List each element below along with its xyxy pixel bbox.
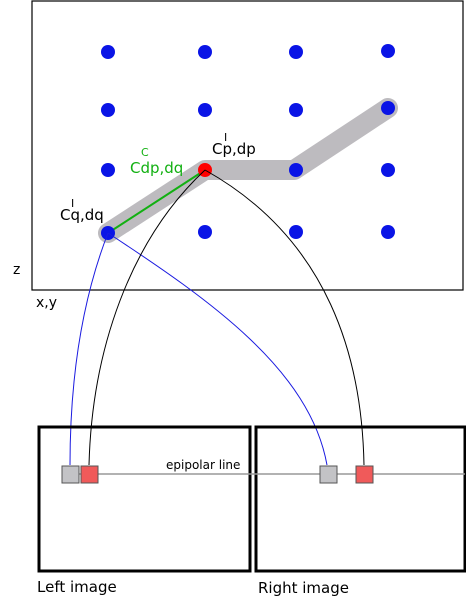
projection-p-left <box>88 169 206 466</box>
cq-label: Cq,dq <box>60 206 104 224</box>
z-axis-label: z <box>13 262 20 278</box>
grid-dot <box>101 103 115 117</box>
grid-dot <box>101 163 115 177</box>
cdp-label: Cdp,dq <box>130 159 183 177</box>
left-patch-red <box>80 465 99 484</box>
grid-dot <box>289 225 303 239</box>
grid-dot <box>289 45 303 59</box>
left-image-frame <box>37 425 252 573</box>
connection-segment <box>107 169 206 234</box>
grid-dot <box>381 163 395 177</box>
grid-dot <box>289 163 303 177</box>
cp-label: Cp,dp <box>212 140 256 158</box>
cq-label-sup: I <box>71 197 74 210</box>
grid-dot <box>381 44 395 58</box>
grid-dot <box>381 225 395 239</box>
projection-q-left <box>69 232 109 466</box>
right-patch-gray <box>319 465 338 484</box>
grid-dot <box>381 101 395 115</box>
epipolar-line-label: epipolar line <box>166 458 240 472</box>
grid-dots <box>101 44 395 240</box>
xy-axis-label: x,y <box>36 295 57 311</box>
grid-dot <box>289 103 303 117</box>
grid-dot <box>198 45 212 59</box>
grid-dot <box>101 45 115 59</box>
left-image-label: Left image <box>37 578 117 596</box>
scene-box <box>31 0 464 291</box>
left-patch-gray <box>61 465 80 484</box>
grid-dot <box>198 225 212 239</box>
right-image-frame <box>254 425 466 573</box>
projection-p-right <box>204 169 365 466</box>
cdp-label-sup: C <box>141 146 149 159</box>
right-image-label: Right image <box>258 579 349 597</box>
right-patch-red <box>355 465 374 484</box>
cp-label-sup: I <box>224 131 227 144</box>
projection-q-right <box>107 232 328 466</box>
grid-dot <box>198 103 212 117</box>
